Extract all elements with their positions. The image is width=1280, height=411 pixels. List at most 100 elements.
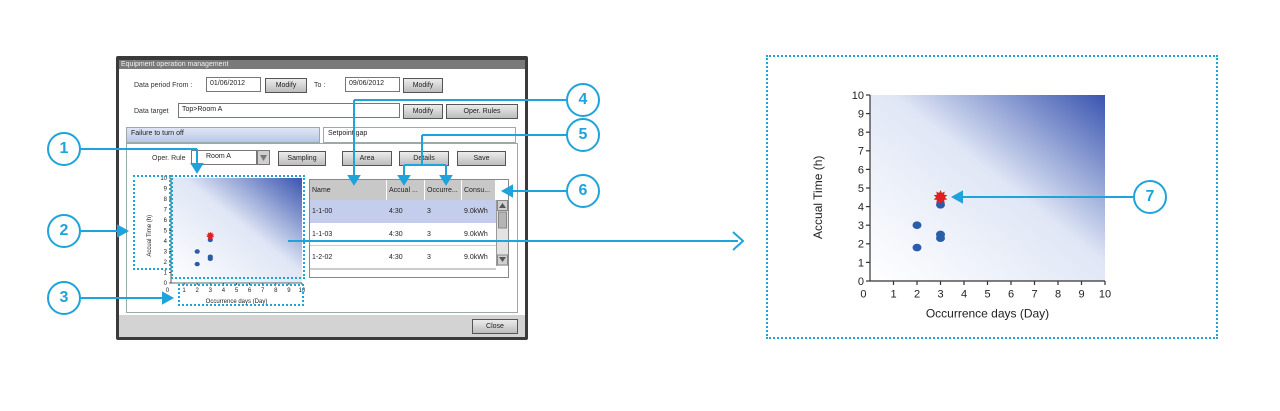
oper-rule-label: Oper. Rule	[152, 155, 186, 162]
x-tick-label: 4	[961, 289, 967, 301]
data-point	[194, 249, 200, 254]
data-point	[912, 221, 922, 230]
x-axis-highlight	[178, 284, 304, 306]
x-tick-label: 9	[1078, 289, 1084, 301]
col-occurrence-header[interactable]: Occurre...	[425, 180, 462, 200]
modify-target-button[interactable]: Modify	[403, 104, 443, 119]
x-tick-label: 8	[1055, 289, 1061, 301]
x-tick-label: 0	[166, 288, 170, 294]
tab-panel	[126, 143, 518, 313]
table-row[interactable]: 1-1-00 4:30 3 9.0kWh	[310, 200, 496, 223]
data-point	[936, 200, 945, 209]
y-tick-label: 9	[164, 187, 168, 193]
y-tick-label: 2	[858, 239, 864, 251]
y-tick-label: 10	[160, 176, 167, 182]
y-tick-label: 5	[858, 183, 864, 195]
y-tick-label: 1	[858, 257, 864, 269]
oper-rules-button[interactable]: Oper. Rules	[446, 104, 518, 119]
modify-from-button[interactable]: Modify	[265, 78, 307, 93]
col-name-header[interactable]: Name	[310, 180, 387, 200]
x-tick-label: 2	[914, 289, 920, 301]
y-tick-label: 8	[164, 197, 168, 203]
cell-occurrence: 3	[427, 253, 431, 261]
data-point	[207, 254, 213, 259]
scrollbar-arrows-icon	[497, 200, 508, 266]
close-button[interactable]: Close	[472, 319, 518, 334]
x-tick-label: 3	[937, 289, 943, 301]
cell-accual: 4:30	[389, 253, 403, 261]
data-point	[912, 243, 922, 252]
data-target-label: Data target	[134, 108, 169, 115]
save-button[interactable]: Save	[457, 151, 506, 166]
oper-rule-select[interactable]: Room A	[191, 150, 257, 165]
callout-4: 4	[566, 83, 600, 117]
window-footer	[119, 315, 525, 337]
x-tick-label: 3	[209, 288, 213, 294]
chart-area-highlight	[171, 175, 305, 279]
x-tick-label: 0	[860, 289, 866, 301]
x-tick-label: 7	[261, 288, 265, 294]
x-tick-label: 1	[890, 289, 896, 301]
y-tick-label: 10	[852, 90, 864, 102]
y-tick-label: 4	[858, 201, 864, 213]
x-tick-label: 4	[222, 288, 226, 294]
y-tick-label: 9	[858, 108, 864, 120]
zoom-panel	[766, 55, 1218, 339]
chevron-down-icon	[260, 155, 267, 161]
to-date-field[interactable]: 09/06/2012	[345, 77, 400, 92]
cell-name: 1-2-02	[312, 253, 333, 261]
table-row[interactable]: 1-2-02 4:30 3 9.0kWh	[310, 246, 496, 269]
plot-area	[171, 178, 302, 283]
y-tick-label: 1	[164, 271, 168, 277]
table-row-divider	[310, 200, 496, 270]
cell-consumption: 9.0kWh	[464, 230, 488, 238]
y-tick-label: 4	[164, 239, 168, 245]
tab-setpoint-gap[interactable]: Setpoint gap	[323, 127, 516, 143]
to-label: To :	[314, 82, 326, 89]
highlight-point	[206, 231, 215, 240]
oper-rule-dropdown[interactable]	[257, 150, 270, 165]
x-axis-label: Occurrence days (Day)	[206, 299, 268, 305]
col-accual-header[interactable]: Accual ...	[387, 180, 425, 200]
y-axis-label: Accual Time (h)	[147, 215, 153, 257]
cell-accual: 4:30	[389, 208, 403, 215]
modify-to-button[interactable]: Modify	[403, 78, 443, 93]
from-date-field[interactable]: 01/06/2012	[206, 77, 261, 92]
y-tick-label: 8	[858, 127, 864, 139]
highlight-point	[933, 190, 948, 205]
cell-consumption: 9.0kWh	[464, 253, 488, 261]
table-scrollbar[interactable]	[496, 200, 508, 266]
data-target-field[interactable]: Top>Room A	[178, 103, 400, 118]
x-tick-label: 7	[1031, 289, 1037, 301]
x-tick-label: 9	[287, 288, 291, 294]
x-tick-label: 6	[248, 288, 252, 294]
table-row[interactable]: 1-1-03 4:30 3 9.0kWh	[310, 223, 496, 246]
callout-6: 6	[566, 174, 600, 208]
callout-1: 1	[47, 132, 81, 166]
cell-occurrence: 3	[427, 208, 431, 215]
callout-5: 5	[566, 118, 600, 152]
window-title: Equipment operation management	[119, 60, 525, 69]
tab-failure-to-turn-off[interactable]: Failure to turn off	[126, 127, 320, 143]
cell-occurrence: 3	[427, 230, 431, 238]
col-consumption-header[interactable]: Consu...	[462, 180, 496, 200]
sampling-button[interactable]: Sampling	[278, 151, 326, 166]
y-axis-label: Accual Time (h)	[811, 156, 825, 239]
data-period-label: Data period From :	[134, 82, 193, 89]
callout-7: 7	[1133, 180, 1167, 214]
y-tick-label: 6	[164, 218, 168, 224]
plot-area	[870, 95, 1105, 281]
x-tick-label: 10	[1099, 289, 1111, 301]
y-tick-label: 2	[164, 260, 168, 266]
cell-consumption: 9.0kWh	[464, 208, 488, 215]
cell-accual: 4:30	[389, 230, 403, 238]
x-axis-label: Occurrence days (Day)	[926, 306, 1049, 320]
table-header: Name Accual ... Occurre... Consu...	[310, 180, 496, 200]
x-tick-label: 2	[196, 288, 200, 294]
y-tick-label: 5	[164, 229, 168, 235]
x-tick-label: 8	[274, 288, 278, 294]
y-tick-label: 3	[164, 250, 168, 256]
